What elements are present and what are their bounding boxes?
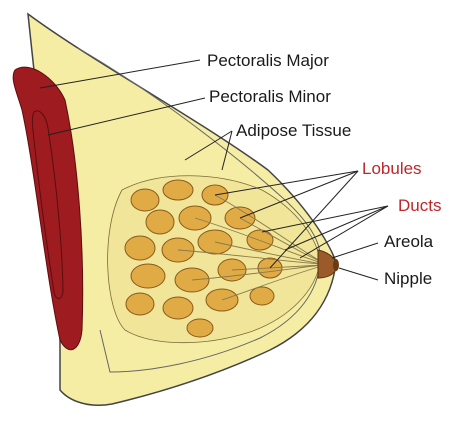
lobule: [146, 210, 174, 234]
leader-areola: [332, 243, 378, 258]
label-areola: Areola: [384, 233, 433, 251]
label-pectoralis-minor: Pectoralis Minor: [209, 88, 331, 106]
label-nipple: Nipple: [384, 270, 432, 288]
lobule: [125, 236, 155, 260]
label-adipose-tissue: Adipose Tissue: [236, 122, 351, 140]
lobule: [187, 319, 213, 337]
lobule: [247, 230, 273, 250]
lobule: [250, 287, 274, 305]
label-ducts: Ducts: [398, 197, 441, 215]
lobule: [131, 264, 165, 288]
lobule: [163, 297, 193, 319]
lobule: [126, 293, 154, 315]
lobule: [131, 189, 159, 211]
label-lobules: Lobules: [362, 160, 422, 178]
nipple: [333, 259, 339, 271]
leader-nipple: [339, 268, 378, 280]
lobule: [163, 180, 193, 200]
label-pectoralis-major: Pectoralis Major: [207, 52, 329, 70]
